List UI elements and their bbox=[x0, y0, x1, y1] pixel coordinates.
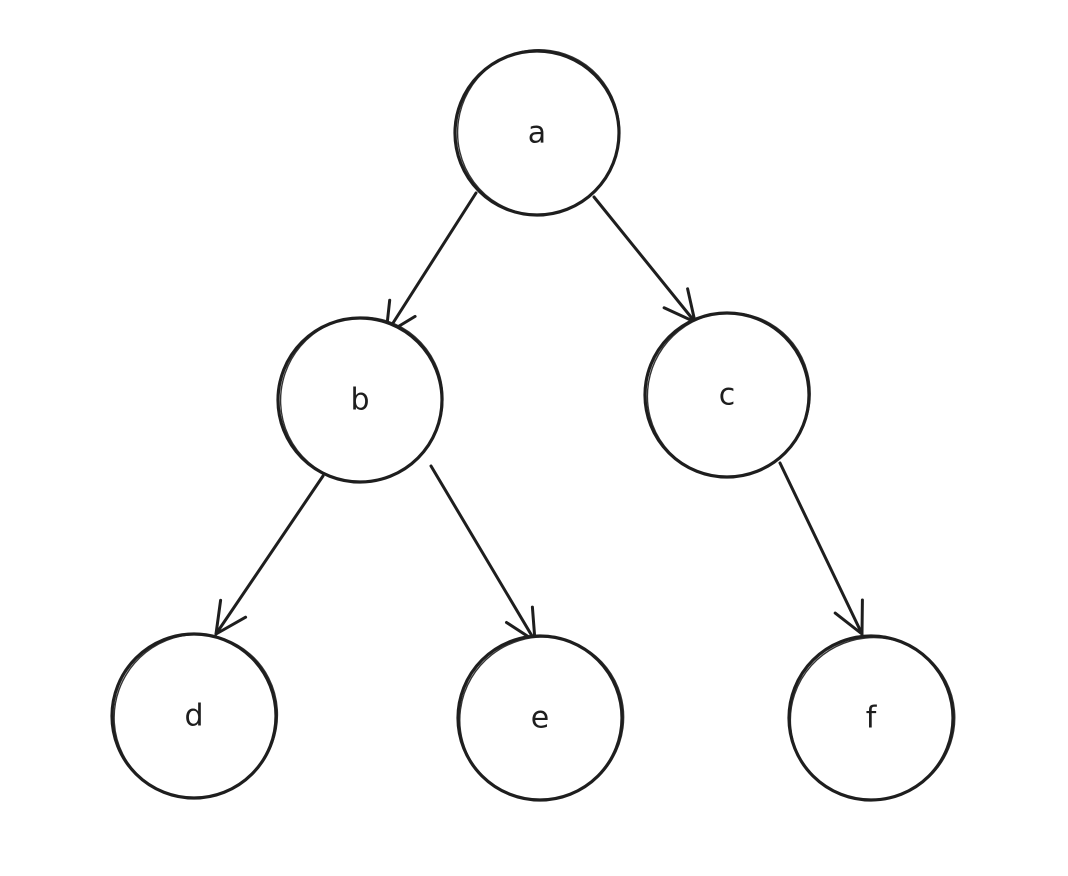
node-a: a bbox=[453, 49, 621, 217]
node-sketch-stroke-c bbox=[646, 312, 811, 478]
arrowhead-c-f bbox=[833, 598, 864, 636]
edge-a-c bbox=[592, 195, 697, 324]
arrowhead-b-d bbox=[214, 598, 248, 636]
node-d: d bbox=[110, 632, 279, 800]
node-label-a: a bbox=[528, 116, 546, 151]
node-e: e bbox=[456, 634, 625, 802]
nodes-layer: a b c d e f bbox=[110, 49, 956, 802]
node-label-c: c bbox=[719, 378, 736, 413]
node-label-f: f bbox=[866, 701, 878, 736]
node-sketch-stroke-b bbox=[279, 316, 444, 483]
node-f: f bbox=[787, 634, 956, 802]
edge-line-b-e bbox=[429, 464, 537, 643]
edges-layer bbox=[214, 191, 864, 643]
edge-line-a-c bbox=[592, 195, 697, 324]
node-sketch-stroke-d bbox=[113, 633, 279, 799]
edge-c-f bbox=[778, 461, 864, 636]
node-label-e: e bbox=[531, 701, 549, 736]
edge-b-d bbox=[214, 474, 325, 636]
edge-line-b-d bbox=[214, 474, 325, 636]
edge-b-e bbox=[429, 464, 537, 643]
node-sketch-stroke-f bbox=[789, 636, 956, 801]
edge-line-c-f bbox=[778, 461, 864, 636]
edge-a-b bbox=[384, 191, 478, 336]
node-c: c bbox=[643, 311, 811, 479]
node-label-b: b bbox=[350, 383, 369, 418]
edge-line-a-b bbox=[384, 191, 478, 336]
node-sketch-stroke-a bbox=[456, 49, 621, 216]
node-label-d: d bbox=[184, 699, 203, 734]
node-sketch-stroke-e bbox=[459, 636, 625, 801]
node-b: b bbox=[276, 316, 444, 484]
